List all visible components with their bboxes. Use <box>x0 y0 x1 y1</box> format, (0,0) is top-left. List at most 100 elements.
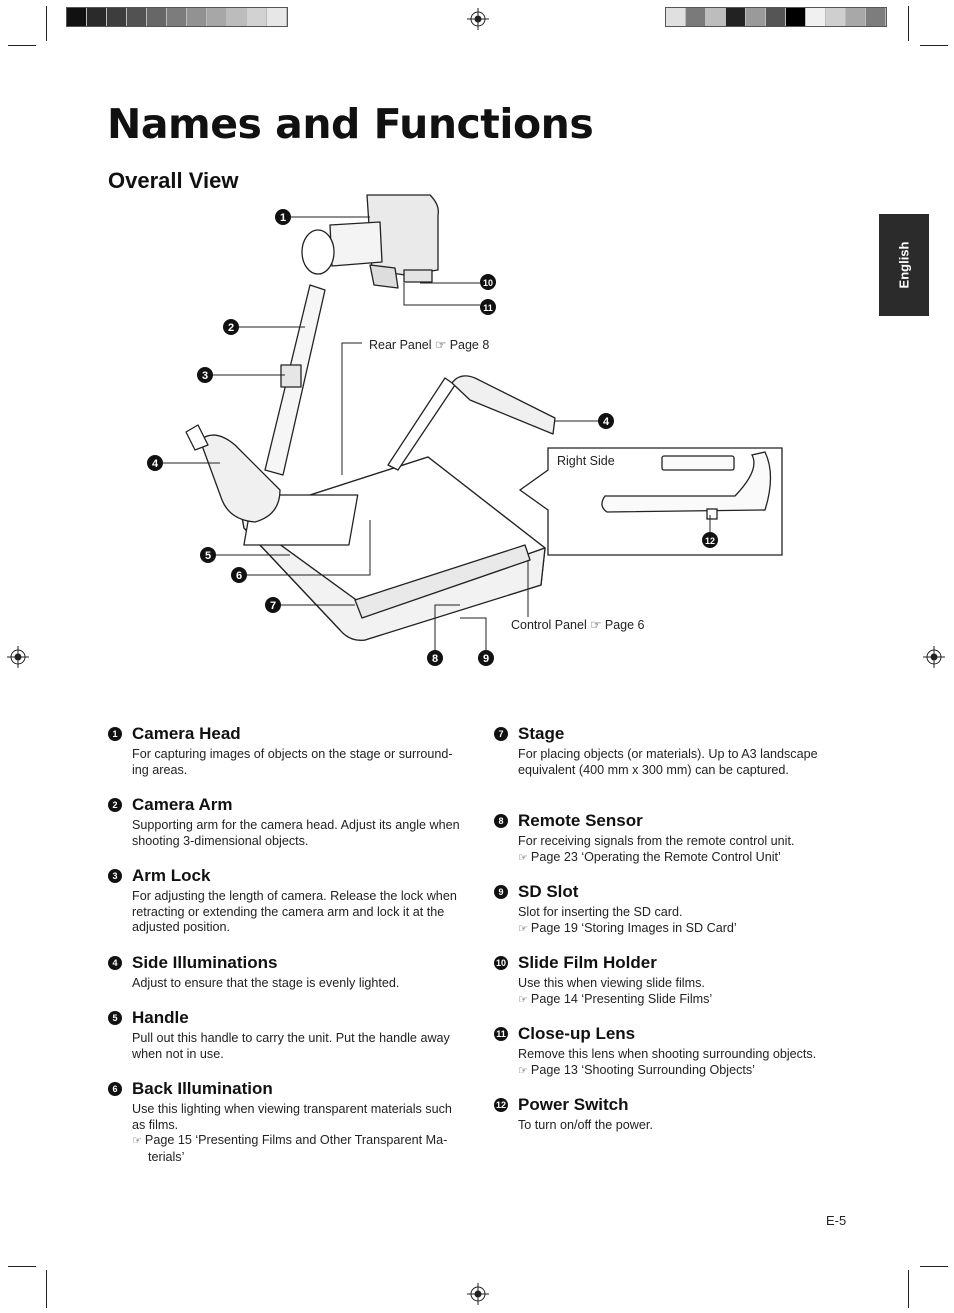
color-swatch <box>866 8 886 26</box>
item-description-block: Use this when viewing slide films. ☞ Pag… <box>518 976 848 1008</box>
item-description: Slot for inserting the SD card. <box>518 905 683 919</box>
numbered-circle-icon: 10 <box>494 956 508 970</box>
section-subtitle: Overall View <box>108 168 239 193</box>
pointing-hand-icon: ☞ <box>132 1135 145 1147</box>
item-description: For capturing images of objects on the s… <box>132 747 453 777</box>
page-reference: ☞ Page 14 ‘Presenting Slide Films’ <box>518 992 848 1009</box>
language-tab: English <box>879 214 929 316</box>
item-name: Close-up Lens <box>518 1024 636 1043</box>
color-swatch <box>67 8 87 26</box>
crop-mark <box>920 45 948 46</box>
registration-mark-icon <box>467 1283 489 1305</box>
page-reference-text: Page 15 ‘Presenting Films and Other Tran… <box>144 1133 448 1164</box>
color-swatch <box>846 8 866 26</box>
numbered-circle-icon: 7 <box>494 727 508 741</box>
color-swatch <box>167 8 187 26</box>
numbered-circle-icon: 2 <box>108 798 122 812</box>
item-name: SD Slot <box>518 882 579 901</box>
item-description: For placing objects (or materials). Up t… <box>518 747 818 777</box>
color-swatch <box>726 8 746 26</box>
right-side-label: Right Side <box>557 454 615 468</box>
pointing-hand-icon: ☞ <box>518 993 531 1006</box>
numbered-circle-icon: 1 10 11 2 3 4 4 12 5 6 7 8 9 <box>147 209 718 666</box>
svg-text:7: 7 <box>270 600 276 612</box>
registration-mark-icon <box>923 646 945 668</box>
page-reference: ☞ Page 19 ‘Storing Images in SD Card’ <box>518 921 848 938</box>
item-name: Side Illuminations <box>132 953 278 972</box>
language-tab-label: English <box>896 241 912 289</box>
rear-panel-label: Rear Panel ☞ Page 8 <box>369 338 490 352</box>
page-reference: ☞ Page 23 ‘Operating the Remote Control … <box>518 850 848 867</box>
numbered-circle-icon: 6 <box>108 1082 122 1096</box>
color-swatch <box>686 8 706 26</box>
item-description: To turn on/off the power. <box>518 1118 653 1132</box>
item-description-block: Remove this lens when shooting surroundi… <box>518 1047 848 1079</box>
color-swatch <box>227 8 247 26</box>
page-reference: ☞ Page 15 ‘Presenting Films and Other Tr… <box>132 1133 462 1165</box>
page-reference-text: Page 19 ‘Storing Images in SD Card’ <box>530 920 737 935</box>
item-name: Camera Arm <box>132 795 233 814</box>
color-swatch <box>806 8 826 26</box>
crop-mark <box>46 1270 47 1308</box>
numbered-circle-icon: 1 <box>108 727 122 741</box>
item-description: Supporting arm for the camera head. Adju… <box>132 818 460 848</box>
numbered-circle-icon: 8 <box>494 814 508 828</box>
page-number: E-5 <box>826 1213 847 1228</box>
svg-text:4: 4 <box>152 458 159 470</box>
item-name: Camera Head <box>132 724 241 743</box>
page-reference-text: Page 13 ‘Shooting Surrounding Objects’ <box>530 1062 755 1077</box>
item-name: Slide Film Holder <box>518 953 657 972</box>
color-calibration-bar-right <box>665 7 887 27</box>
item-name: Stage <box>518 724 565 743</box>
numbered-circle-icon: 9 <box>494 885 508 899</box>
page-title: Names and Functions <box>107 100 594 148</box>
numbered-circle-icon: 4 <box>108 956 122 970</box>
page-reference-text: Page 23 ‘Operating the Remote Control Un… <box>530 849 781 864</box>
item-name: Handle <box>132 1008 189 1027</box>
svg-text:4: 4 <box>603 416 610 428</box>
color-swatch <box>666 8 686 26</box>
color-swatch <box>187 8 207 26</box>
pointing-hand-icon: ☞ <box>518 922 531 935</box>
item-name: Remote Sensor <box>518 811 643 830</box>
svg-text:3: 3 <box>202 370 208 382</box>
pointing-hand-icon: ☞ <box>518 1064 531 1077</box>
crop-mark <box>8 45 36 46</box>
color-swatch <box>247 8 267 26</box>
numbered-circle-icon: 3 <box>108 869 122 883</box>
color-swatch <box>127 8 147 26</box>
item-description: For receiving signals from the remote co… <box>518 834 795 848</box>
svg-text:1: 1 <box>280 212 286 224</box>
svg-text:12: 12 <box>705 536 715 546</box>
registration-mark-icon <box>467 8 489 30</box>
crop-mark <box>8 1266 36 1267</box>
numbered-circle-icon: 11 <box>494 1027 508 1041</box>
color-swatch <box>826 8 846 26</box>
color-swatch <box>766 8 786 26</box>
registration-mark-icon <box>7 646 29 668</box>
item-name: Power Switch <box>518 1095 629 1114</box>
pointing-hand-icon: ☞ <box>518 851 531 864</box>
svg-text:5: 5 <box>205 550 211 562</box>
color-swatch <box>746 8 766 26</box>
svg-text:8: 8 <box>432 653 438 665</box>
svg-text:11: 11 <box>483 303 493 313</box>
item-name: Arm Lock <box>132 866 211 885</box>
color-swatch <box>147 8 167 26</box>
svg-text:6: 6 <box>236 570 242 582</box>
item-description: Pull out this handle to carry the unit. … <box>132 1031 450 1061</box>
color-swatch <box>107 8 127 26</box>
crop-mark <box>908 1270 909 1308</box>
item-description: Use this lighting when viewing transpare… <box>132 1102 452 1132</box>
svg-text:2: 2 <box>228 322 234 334</box>
item-description-block: Slot for inserting the SD card. ☞ Page 1… <box>518 905 848 937</box>
item-name: Back Illumination <box>132 1079 273 1098</box>
svg-text:10: 10 <box>483 278 493 288</box>
item-description: Adjust to ensure that the stage is evenl… <box>132 976 400 990</box>
crop-mark <box>920 1266 948 1267</box>
document-camera-illustration: 1 10 11 2 3 4 4 12 5 6 7 8 9 <box>147 194 783 666</box>
crop-mark <box>908 6 909 41</box>
color-swatch <box>267 8 287 26</box>
item-description: For adjusting the length of camera. Rele… <box>132 889 457 934</box>
item-description: Remove this lens when shooting surroundi… <box>518 1047 817 1061</box>
